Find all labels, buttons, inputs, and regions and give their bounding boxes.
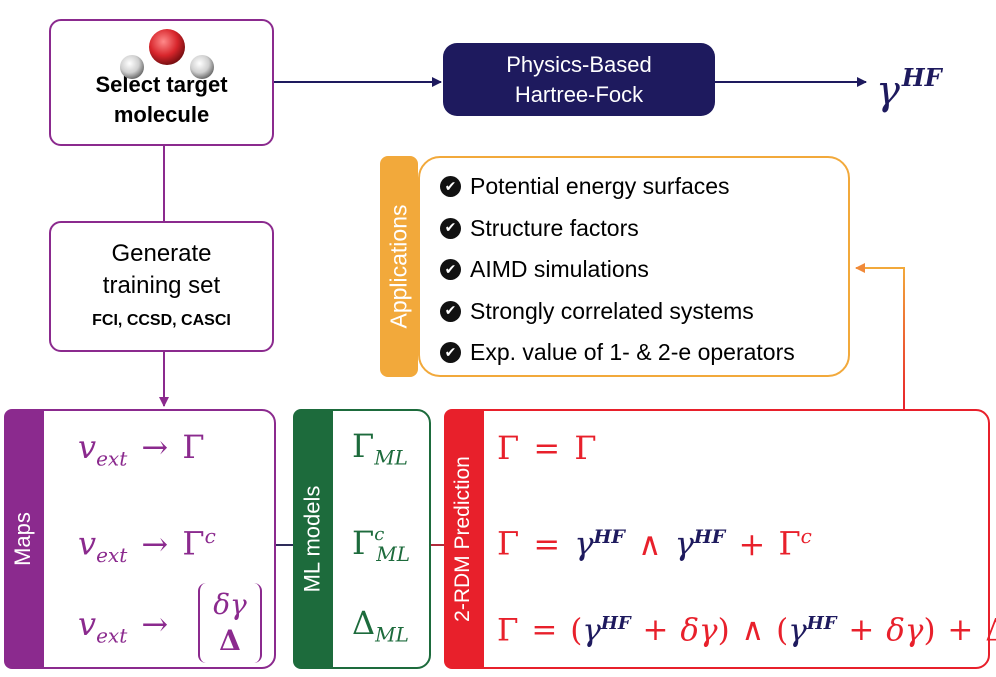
application-label: Strongly correlated systems bbox=[470, 297, 754, 324]
application-label: Structure factors bbox=[470, 214, 639, 241]
ml-models-tab-label: ML models bbox=[299, 485, 324, 593]
check-icon: ✔ bbox=[440, 176, 461, 198]
generate-line-1: Generate bbox=[111, 239, 212, 267]
water-molecule-icon bbox=[120, 29, 214, 79]
hf-line-1: Physics-Based bbox=[506, 51, 652, 77]
application-item: ✔ AIMD simulations bbox=[440, 249, 848, 291]
applications-tab: Applications bbox=[380, 156, 418, 377]
map-vext-to-delta: vext → bbox=[78, 605, 169, 648]
prediction-eq-1: Γ = Γ bbox=[497, 429, 597, 467]
prediction-box bbox=[482, 409, 990, 669]
hartree-fock-box: Physics-Based Hartree-Fock bbox=[443, 43, 715, 116]
delta-gamma: δγ bbox=[213, 588, 247, 621]
prediction-eq-2: Γ = γHF ∧ γHF + Γc bbox=[497, 524, 812, 563]
generate-line-2: training set bbox=[102, 271, 221, 299]
applications-box: ✔ Potential energy surfaces ✔ Structure … bbox=[418, 156, 850, 377]
gamma-hf-output: γHF bbox=[876, 63, 942, 114]
line-pred-to-applications bbox=[855, 263, 905, 410]
oxygen-atom bbox=[149, 29, 185, 65]
check-icon: ✔ bbox=[440, 217, 461, 239]
application-item: ✔ Exp. value of 1- & 2-e operators bbox=[440, 332, 848, 374]
delta-symbol: Δ bbox=[219, 624, 241, 657]
prediction-tab: 2-RDM Prediction bbox=[444, 409, 482, 669]
application-label: Exp. value of 1- & 2-e operators bbox=[470, 339, 795, 366]
ml-gamma-c: ΓcML bbox=[352, 524, 411, 567]
delta-vector: δγ Δ bbox=[198, 583, 262, 663]
maps-box bbox=[42, 409, 276, 669]
check-icon: ✔ bbox=[440, 259, 461, 281]
ml-models-box bbox=[331, 409, 431, 669]
check-icon: ✔ bbox=[440, 342, 461, 364]
application-label: AIMD simulations bbox=[470, 256, 649, 283]
select-line-2: molecule bbox=[113, 101, 210, 127]
maps-tab: Maps bbox=[4, 409, 42, 669]
generate-methods: FCI, CCSD, CASCI bbox=[92, 311, 231, 329]
application-item: ✔ Potential energy surfaces bbox=[440, 166, 848, 208]
map-vext-to-gamma-c: vext → Γc bbox=[78, 524, 216, 568]
generate-training-set-box: Generate training set FCI, CCSD, CASCI bbox=[49, 221, 274, 352]
hf-line-2: Hartree-Fock bbox=[514, 81, 644, 107]
check-icon: ✔ bbox=[440, 300, 461, 322]
application-label: Potential energy surfaces bbox=[470, 173, 730, 200]
maps-tab-label: Maps bbox=[10, 512, 36, 566]
map-vext-to-gamma: vext → Γ bbox=[78, 428, 205, 471]
prediction-tab-label: 2-RDM Prediction bbox=[451, 456, 474, 622]
ml-models-tab: ML models bbox=[293, 409, 331, 669]
ml-gamma: ΓML bbox=[352, 427, 408, 470]
hydrogen-atom-left bbox=[120, 55, 144, 79]
application-item: ✔ Strongly correlated systems bbox=[440, 291, 848, 333]
hydrogen-atom-right bbox=[190, 55, 214, 79]
prediction-eq-3: Γ = (γHF + δγ) ∧ (γHF + δγ) + Δ bbox=[497, 612, 996, 649]
ml-delta: ΔML bbox=[352, 604, 409, 647]
applications-tab-label: Applications bbox=[385, 204, 412, 329]
application-item: ✔ Structure factors bbox=[440, 208, 848, 250]
